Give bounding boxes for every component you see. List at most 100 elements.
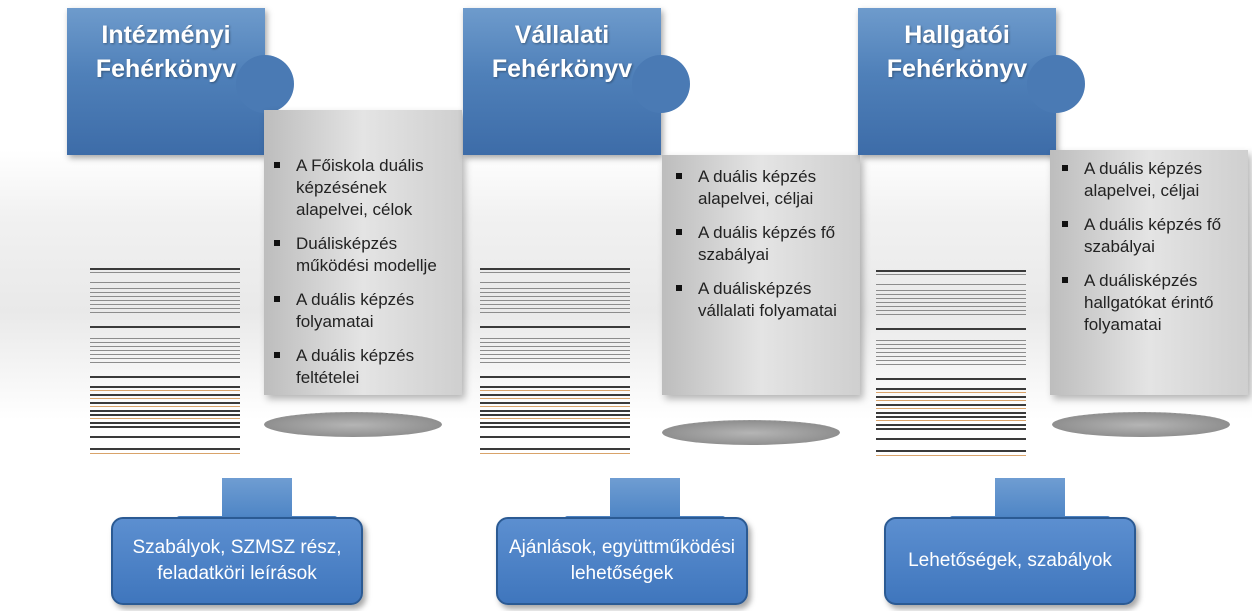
- toc-line: [480, 448, 630, 450]
- bullet-item: A duális képzés folyamatai: [270, 289, 460, 333]
- result-box: Lehetőségek, szabályok: [884, 517, 1136, 605]
- title-line-2: Fehérkönyv: [491, 55, 633, 83]
- toc-line: [876, 294, 1026, 295]
- toc-line: [876, 364, 1026, 365]
- shadow-ellipse: [662, 420, 840, 445]
- toc-line: [480, 282, 630, 283]
- gray-puzzle-piece: [1050, 150, 1248, 395]
- toc-line: [480, 362, 630, 363]
- bullet-item: A duális képzés fő szabályai: [1058, 214, 1246, 258]
- toc-line: [876, 408, 1026, 409]
- toc-line: [480, 346, 630, 347]
- arrow-shaft: [222, 478, 292, 516]
- toc-line: [876, 274, 1026, 275]
- toc-line: [90, 358, 240, 359]
- toc-line: [90, 354, 240, 355]
- result-box: Szabályok, SZMSZ rész, feladatköri leírá…: [111, 517, 363, 605]
- toc-line: [90, 282, 240, 283]
- toc-line: [480, 354, 630, 355]
- toc-line: [876, 400, 1026, 401]
- toc-line: [480, 312, 630, 313]
- toc-line: [480, 402, 630, 404]
- toc-line: [90, 272, 240, 273]
- puzzle-tab: [1027, 55, 1085, 113]
- toc-line: [876, 328, 1026, 330]
- toc-line: [480, 406, 630, 407]
- toc-line: [876, 356, 1026, 357]
- toc-line: [90, 268, 240, 270]
- toc-line: [876, 438, 1026, 440]
- document-toc-thumbnail: [876, 270, 1034, 460]
- bullet-list: A duális képzés alapelvei, céljai A duál…: [672, 166, 857, 334]
- toc-line: [876, 388, 1026, 390]
- toc-line: [480, 292, 630, 293]
- toc-line: [480, 342, 630, 343]
- toc-line: [480, 410, 630, 412]
- toc-line: [876, 340, 1026, 341]
- toc-line: [876, 392, 1026, 393]
- toc-line: [876, 344, 1026, 345]
- toc-line: [876, 378, 1026, 380]
- toc-line: [876, 455, 1026, 456]
- result-line-2: lehetőségek: [570, 563, 674, 584]
- toc-line: [480, 338, 630, 339]
- toc-line: [876, 352, 1026, 353]
- toc-line: [90, 376, 240, 378]
- toc-line: [876, 424, 1026, 426]
- toc-line: [480, 326, 630, 328]
- toc-line: [90, 426, 240, 428]
- toc-line: [876, 302, 1026, 303]
- toc-line: [876, 428, 1026, 430]
- title-line-2: Fehérkönyv: [95, 55, 237, 83]
- shadow-ellipse: [264, 412, 442, 437]
- bullet-item: Duálisképzés működési modellje: [270, 233, 460, 277]
- toc-line: [876, 270, 1026, 272]
- toc-line: [90, 346, 240, 347]
- toc-line: [480, 390, 630, 391]
- toc-line: [480, 386, 630, 388]
- white-book-title: Hallgatói Fehérkönyv: [858, 18, 1056, 86]
- toc-line: [90, 338, 240, 339]
- toc-line: [90, 448, 240, 450]
- toc-line: [90, 296, 240, 297]
- title-line-1: Hallgatói: [904, 21, 1010, 49]
- toc-line: [876, 360, 1026, 361]
- gray-puzzle-piece: [662, 155, 860, 395]
- arrow-shaft: [995, 478, 1065, 516]
- toc-line: [90, 414, 240, 416]
- white-book-title: Vállalati Fehérkönyv: [463, 18, 661, 86]
- toc-line: [90, 418, 240, 419]
- puzzle-tab: [632, 55, 690, 113]
- puzzle-tab: [236, 55, 294, 113]
- result-line-1: Szabályok, SZMSZ rész,: [132, 537, 342, 558]
- toc-line: [876, 404, 1026, 406]
- toc-line: [876, 298, 1026, 299]
- title-line-1: Vállalati: [514, 21, 610, 49]
- white-book-title: Intézményi Fehérkönyv: [67, 18, 265, 86]
- toc-line: [876, 348, 1026, 349]
- toc-line: [480, 394, 630, 396]
- document-toc-thumbnail: [480, 268, 638, 458]
- toc-line: [876, 314, 1026, 315]
- blue-puzzle-piece: [858, 8, 1056, 155]
- background-band: [0, 150, 1252, 420]
- toc-line: [90, 422, 240, 424]
- toc-line: [90, 453, 240, 454]
- toc-line: [90, 326, 240, 328]
- toc-line: [876, 412, 1026, 414]
- bullet-item: A duális képzés feltételei: [270, 345, 460, 389]
- toc-line: [90, 402, 240, 404]
- bullet-item: A duális képzés alapelvei, céljai: [672, 166, 857, 210]
- toc-line: [90, 300, 240, 301]
- toc-line: [480, 288, 630, 289]
- toc-line: [480, 418, 630, 419]
- bullet-list: A duális képzés alapelvei, céljai A duál…: [1058, 158, 1246, 348]
- toc-line: [480, 300, 630, 301]
- toc-line: [90, 436, 240, 438]
- toc-line: [90, 312, 240, 313]
- result-line-1: Ajánlások, együttműködési: [508, 537, 735, 558]
- title-line-1: Intézményi: [101, 21, 231, 49]
- toc-line: [480, 414, 630, 416]
- toc-line: [876, 416, 1026, 418]
- toc-line: [876, 284, 1026, 285]
